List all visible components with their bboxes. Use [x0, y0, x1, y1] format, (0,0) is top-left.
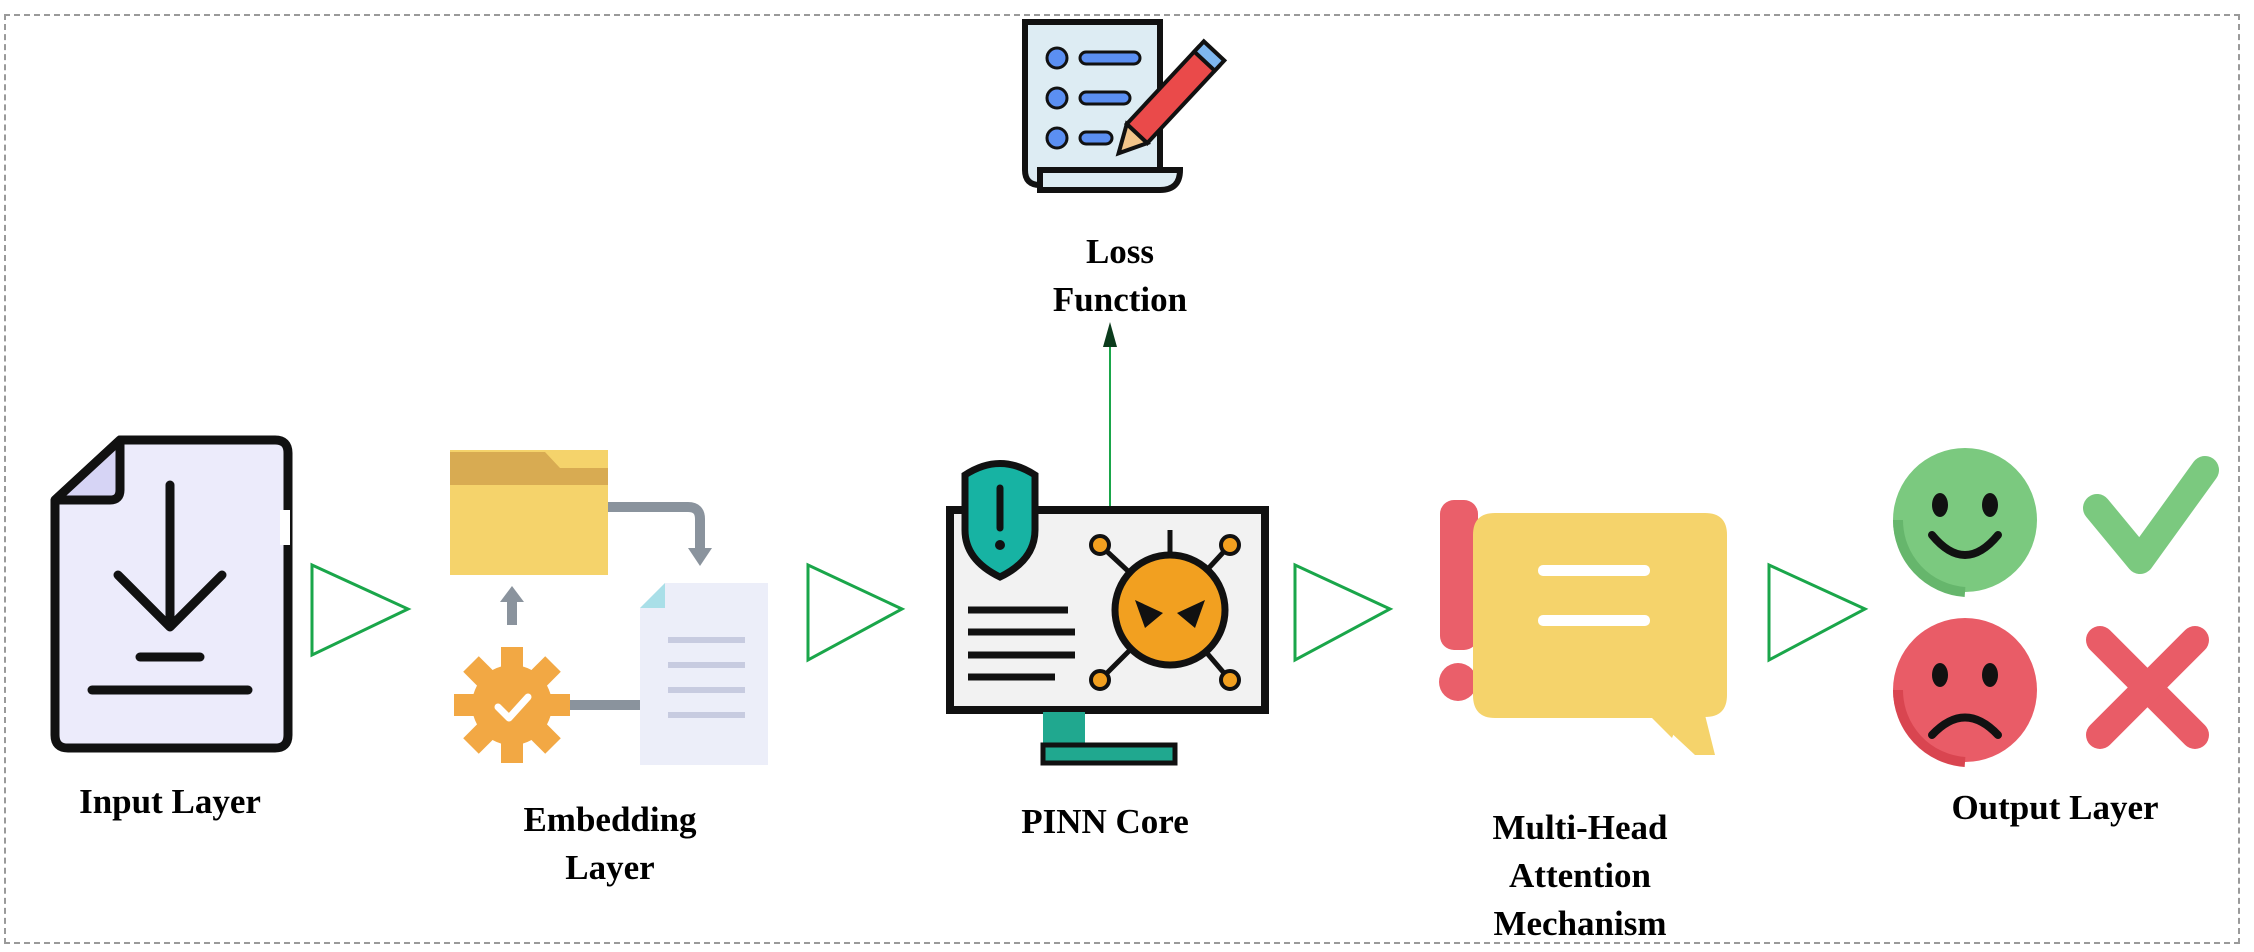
- folder-gear-document-icon: [450, 450, 768, 765]
- input-layer-label: Input Layer: [79, 782, 261, 821]
- alert-speech-bubble-icon: [1439, 500, 1727, 755]
- attention-mechanism-label: Multi-Head Attention Mechanism: [1492, 808, 1668, 943]
- monitor-virus-shield-icon: [946, 460, 1269, 766]
- loss-function-label: Loss Function: [1052, 232, 1188, 319]
- diagram-frame: [4, 14, 2240, 944]
- loss-arrowhead: [1103, 322, 1117, 347]
- output-layer-label: Output Layer: [1951, 788, 2159, 827]
- embedding-layer-label: Embedding Layer: [523, 800, 697, 887]
- flow-arrow-4: [1767, 562, 1869, 663]
- pinn-core-label: PINN Core: [1021, 802, 1189, 841]
- flow-arrow-1: [310, 562, 412, 658]
- flow-arrow-2: [806, 562, 906, 663]
- file-download-icon: [50, 435, 293, 753]
- happy-sad-check-cross-icon: [1892, 448, 2219, 767]
- checklist-pencil-icon: [1022, 19, 1228, 193]
- flow-arrow-3: [1293, 562, 1394, 663]
